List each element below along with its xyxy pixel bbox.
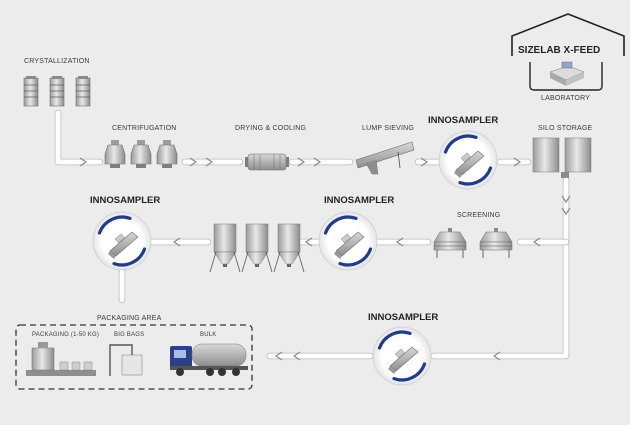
screener-icon [433, 227, 513, 259]
innosampler-4-label: INNOSAMPLER [368, 312, 438, 323]
packaging-label: PACKAGING (1-50 KG) [32, 332, 99, 338]
drying-cooling-label: DRYING & COOLING [235, 125, 306, 132]
lump-sieve-icon [355, 141, 415, 175]
crystallization-label: CRYSTALLIZATION [24, 58, 90, 65]
storage-silos-icon [209, 223, 305, 273]
crystallization-stage: CRYSTALLIZATION [23, 58, 91, 107]
laboratory: SIZELAB X-FEED LABORATORY [511, 13, 625, 102]
innosampler-3: INNOSAMPLER [90, 195, 160, 272]
centrifuge-icon [104, 139, 178, 169]
innosampler-4: INNOSAMPLER [368, 312, 438, 387]
lump-sieving-stage: LUMP SIEVING [355, 125, 415, 175]
bulk-label: BULK [200, 332, 216, 338]
packaging-area: PACKAGING AREA PACKAGING (1-50 KG) BIG B… [15, 315, 253, 390]
silo-storage-stage: SILO STORAGE [532, 125, 593, 178]
big-bags-label: BIG BAGS [114, 332, 144, 338]
innosampler-3-label: INNOSAMPLER [90, 195, 160, 206]
silo-icon [532, 137, 592, 178]
packaging-area-label: PACKAGING AREA [97, 315, 162, 322]
innosampler-2-label: INNOSAMPLER [324, 195, 394, 206]
innosampler-2: INNOSAMPLER [317, 195, 394, 272]
centrifugation-stage: CENTRIFUGATION [104, 125, 178, 169]
crystallizer-tanks-icon [23, 75, 91, 107]
bulk-truck-icon [170, 343, 248, 376]
dryer-drum-icon [244, 153, 290, 171]
screening-stage: SCREENING [433, 212, 513, 259]
pipes [54, 109, 570, 360]
innosampler-1-icon [437, 129, 499, 191]
screening-label: SCREENING [457, 212, 500, 219]
innosampler-3-icon [91, 210, 153, 272]
drying-cooling-stage: DRYING & COOLING [235, 125, 306, 171]
innosampler-1: INNOSAMPLER [428, 115, 499, 191]
innosampler-2-icon [317, 210, 379, 272]
laboratory-label: LABORATORY [541, 95, 590, 102]
sizelab-brand: SIZELAB X-FEED [518, 45, 600, 56]
innosampler-1-label: INNOSAMPLER [428, 115, 498, 126]
packaging-machine-icon [26, 342, 96, 376]
silo-storage-label: SILO STORAGE [538, 125, 593, 132]
lump-sieving-label: LUMP SIEVING [362, 125, 414, 132]
sizelab-device-icon [549, 61, 585, 86]
big-bag-filler-icon [109, 344, 143, 376]
centrifugation-label: CENTRIFUGATION [112, 125, 177, 132]
innosampler-4-icon [371, 325, 433, 387]
